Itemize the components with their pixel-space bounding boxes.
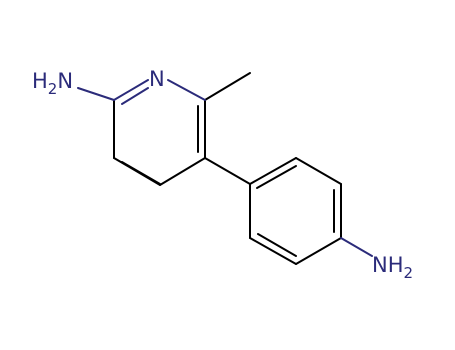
- bond-b5-b6: [249, 237, 297, 265]
- carbon-bonds: [113, 72, 342, 265]
- bond-nh2-c2: [77, 87, 115, 101]
- bond-b2-b3: [295, 157, 342, 185]
- bond-c2-n1: [113, 79, 149, 101]
- bond-c2-n1-inner: [121, 87, 149, 105]
- bond-b1-b2-inner: [256, 165, 297, 189]
- ring-nitrogen-label: N: [149, 67, 165, 91]
- bond-n1-c6: [167, 79, 206, 101]
- bond-b4-b5: [295, 237, 342, 265]
- bond-methyl: [204, 72, 251, 101]
- bond-c3-c4-inner: [121, 161, 161, 185]
- heteroatom-bonds: [77, 79, 373, 257]
- bond-biaryl: [204, 157, 251, 185]
- bond-b5-b6-inner: [257, 233, 297, 257]
- bond-b1-b2: [249, 157, 297, 185]
- bond-b4-nh2: [340, 237, 373, 257]
- amine-label-right: NH2: [372, 253, 413, 282]
- bond-c4-c5: [159, 157, 206, 186]
- amine-label-left: H2N: [32, 69, 73, 98]
